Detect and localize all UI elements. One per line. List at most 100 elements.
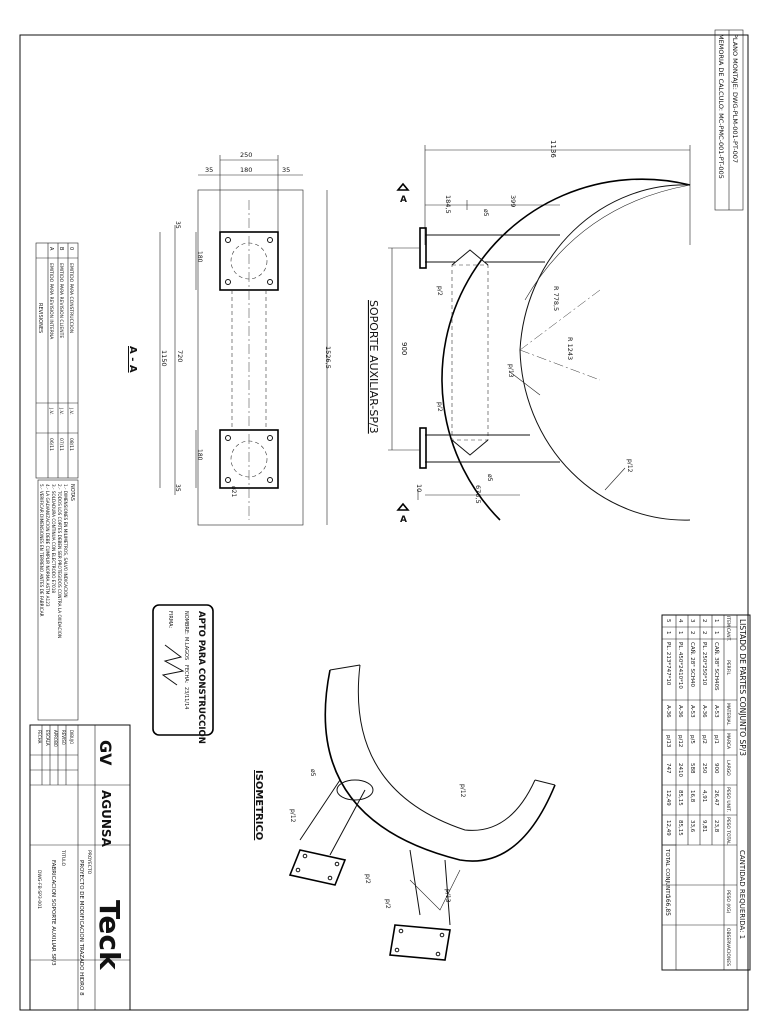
cell: 12,49 [665, 790, 671, 806]
dim-r2: R 1243 [566, 337, 574, 360]
note-line: 2.- TODOS LOS CORTES DEBEN SER PROTEGIDO… [57, 484, 62, 638]
callout-pipe: p/13 [507, 364, 514, 378]
notes-block: NOTAS 1.- DIMENSIONES EN MILIMETROS, SAL… [37, 479, 79, 721]
rev-cell: 07/11 [58, 438, 64, 451]
cell: 1 [713, 619, 719, 623]
signature-mark [161, 644, 185, 686]
title-block: GV AGUNSA Teck PROYECTO PROYECTO DE MODI… [29, 724, 131, 1011]
iso-label-1: p/12 [459, 784, 466, 798]
callout-weld: ø5 [486, 474, 493, 482]
note-line: 4.- LA GALVANIZACION DEBE CUMPLIR NORMA … [45, 484, 50, 607]
isometric-title: ISOMETRICO [253, 770, 264, 840]
total-label: TOTAL CONJUNTO [664, 848, 670, 899]
cell: 33,6 [689, 820, 695, 833]
cell: 900 [713, 763, 719, 774]
parts-list-table: LISTADO DE PARTES CONJUNTO SP/3 CANTIDAD… [661, 614, 751, 971]
parts-list-title: LISTADO DE PARTES CONJUNTO SP/3 [738, 619, 747, 756]
header-largo: LARGO [725, 760, 731, 776]
approval-row: FECHA [37, 730, 42, 744]
dim-sec-len: 1150 [160, 350, 168, 367]
approvals-grid: DIBUJO REVISO APROBO ESCALA FECHA [30, 725, 78, 785]
cell: A-36 [665, 705, 671, 718]
project-name: PROYECTO DE MODIFICACION TRAZADO HIDRO 8 [78, 860, 84, 996]
rev-cell: B [58, 247, 64, 251]
cell: 16,8 [689, 790, 695, 803]
note-line: 1.- DIMENSIONES EN MILIMETROS, SALVO IND… [63, 484, 68, 598]
cell: A-53 [713, 705, 719, 718]
cell: p/1 [713, 735, 719, 744]
cell: A-53 [689, 705, 695, 718]
dim-sec-h2: 180 [196, 449, 203, 461]
dim-sec-total: 1526,5 [324, 346, 332, 369]
cell: p/12 [677, 735, 683, 747]
header-item: ITEM [725, 616, 731, 627]
rev-cell: EMITIDO PARA REVISION CLIENTE [58, 263, 64, 338]
dim-sec-left: 35 [205, 166, 213, 174]
cell: PL. 250*250*10 [701, 642, 707, 686]
rev-cell: 0 [68, 247, 74, 250]
header-peso-total: PESO TOTAL [725, 817, 731, 845]
dim-sec-bottom: 35 [174, 484, 181, 492]
cell: 4 [677, 619, 683, 623]
iso-label-4: p/2 [364, 874, 371, 884]
section-view: 250 180 35 35 35 35 180 180 720 1150 152… [127, 151, 332, 526]
cell: 747 [665, 763, 671, 774]
header-cant: CANT. [725, 628, 731, 641]
header-perfil: PERFIL [725, 660, 731, 676]
rev-cell: J.V. [58, 407, 64, 415]
cell: 250 [701, 763, 707, 774]
top-view: 1136 184,5 399 A A R 778,5 R 1243 [388, 140, 691, 525]
plano-montaje-ref: PLANO MONTAJE: DWG-PLM-001-PT-007 [731, 34, 739, 163]
stamp-sign-label: FIRMA: [167, 611, 173, 628]
revision-title: REVISIONES [37, 303, 43, 333]
note-line: 3.- SOLDADURA CONTINUA CON ELECTRODO E70… [51, 484, 56, 593]
cell: 1 [665, 631, 671, 635]
cell: CAÑ. 38" SCH40S [713, 642, 720, 691]
dim-sec-bolt: ø21 [230, 486, 237, 497]
parts-list-quantity: CANTIDAD REQUERIDA: 1 [738, 850, 746, 939]
iso-label-3: p/12 [289, 809, 296, 823]
rev-cell: 06/11 [48, 438, 54, 451]
client-logo-text: Teck [93, 900, 126, 971]
dim-sec-top: 35 [174, 221, 181, 229]
rev-cell: J.V. [48, 407, 54, 415]
cell: 2 [701, 619, 707, 623]
iso-label-5: p/2 [384, 899, 391, 909]
stamp-date-label: FECHA: [183, 665, 189, 684]
drawing-number: DWG-FB-SP3-001 [36, 870, 42, 909]
rev-cell: A [48, 247, 54, 251]
cell: p/13 [665, 735, 671, 748]
dim-left: 10 [415, 484, 423, 492]
dim-sec-inner: 180 [240, 166, 252, 174]
rev-cell: J.V. [68, 407, 74, 415]
drawing-title: FABRICACION SOPORTE AUXILIAR SP/3 [50, 860, 56, 966]
dim-bottom: 676,5 [474, 485, 482, 504]
cell: CAÑ. 28" SCH40 [689, 642, 696, 687]
sheet-border [19, 34, 749, 1011]
cell: 2 [701, 631, 707, 635]
rev-cell: EMITIDO PARA REVISION INTERNA [48, 263, 54, 340]
gv-logo-text: GV [96, 740, 115, 766]
main-view-title: SOPORTE AUXILIAR-SP/3 [367, 300, 380, 434]
cell: 1 [677, 631, 683, 635]
client-logo: Teck [93, 900, 126, 971]
revision-table: REVISIONES 0 EMITIDO PARA CONSTRUCCION J… [35, 242, 79, 479]
dim-sec-right: 35 [282, 166, 290, 174]
cell: 85,15 [677, 820, 683, 836]
cell: 9,81 [701, 820, 707, 832]
header-observaciones: OBSERVACIONES [725, 928, 731, 966]
memoria-calculo-ref: MEMORIA DE CALCULO: MC-PMC-001-PT-005 [717, 34, 725, 179]
dim-seg1: 184,5 [444, 195, 452, 214]
references-block: PLANO MONTAJE: DWG-PLM-001-PT-007 MEMORI… [714, 29, 744, 211]
cell: 5 [665, 619, 671, 623]
cell: 3 [689, 619, 695, 623]
header-marca: MARCA [725, 733, 731, 750]
notes-title: NOTAS [69, 484, 75, 501]
title-label: TITULO [60, 849, 66, 866]
dim-sec-width: 250 [240, 151, 252, 159]
cell: p/5 [689, 735, 695, 744]
agunsa-logo: AGUNSA [99, 790, 113, 848]
cell: PL. 213*747*10 [665, 642, 671, 686]
stamp-name: M.LAGOS [183, 637, 189, 660]
